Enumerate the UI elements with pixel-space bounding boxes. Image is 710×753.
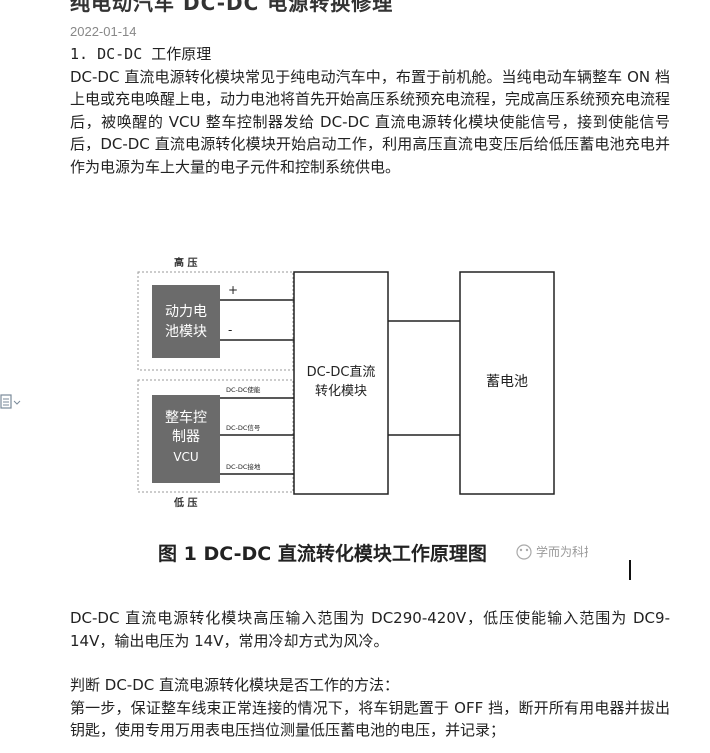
spec-section: DC-DC 直流电源转化模块高压输入范围为 DC290-420V，低压使能输入范… xyxy=(70,607,670,652)
vcu-module xyxy=(152,395,220,483)
low-voltage-battery xyxy=(459,271,555,495)
paragraph-specs: DC-DC 直流电源转化模块高压输入范围为 DC290-420V，低压使能输入范… xyxy=(70,609,670,650)
intro-section: 1. DC-DC 工作原理 DC-DC 直流电源转化模块常见于纯电动汽车中，布置… xyxy=(70,43,670,178)
paragraph-method-heading: 判断 DC-DC 直流电源转化模块是否工作的方法： xyxy=(70,676,399,694)
section-heading: 1. DC-DC 工作原理 xyxy=(70,45,212,63)
method-section: 判断 DC-DC 直流电源转化模块是否工作的方法： 第一步，保证整车线束正常连接… xyxy=(70,674,670,742)
article-title-partial: 纯电动汽车 DC-DC 电源转换修理 xyxy=(70,0,394,15)
plus-label: + xyxy=(228,283,238,297)
paragraph-principle: DC-DC 直流电源转化模块常见于纯电动汽车中，布置于前机舱。当纯电动车辆整车 … xyxy=(70,67,671,176)
sig-enable-label: DC-DC使能 xyxy=(226,385,261,394)
paragraph-step-one: 第一步，保证整车线束正常连接的情况下，将车钥匙置于 OFF 挡，断开所有用电器并… xyxy=(70,698,670,740)
watermark-text: 学而为科技 xyxy=(536,544,588,559)
vcu-label-2: 制器 xyxy=(172,429,200,445)
dcdc-label-2: 转化模块 xyxy=(315,384,367,399)
vcu-label-1: 整车控 xyxy=(165,409,207,426)
text-cursor xyxy=(629,560,631,580)
label-high-voltage: 高 压 xyxy=(174,256,197,269)
label-low-voltage: 低 压 xyxy=(173,496,197,509)
figure-caption: 图 1 DC-DC 直流转化模块工作原理图 xyxy=(158,542,487,565)
battery-label: 蓄电池 xyxy=(486,374,528,390)
sig-signal-label: DC-DC信号 xyxy=(226,423,261,432)
power-battery-module xyxy=(152,285,220,358)
vcu-label-3: VCU xyxy=(173,450,198,464)
publish-date: 2022-01-14 xyxy=(70,24,137,39)
dcdc-module xyxy=(293,271,389,495)
dcdc-principle-figure: 高 压 低 压 动力电 池模块 + - 整车控 制器 VCU DC-DC使能 D… xyxy=(137,256,588,565)
watermark: 学而为科技 xyxy=(516,544,588,560)
document-icon[interactable] xyxy=(0,393,22,411)
power-battery-label-2: 池模块 xyxy=(165,324,207,340)
dcdc-label-1: DC-DC直流 xyxy=(307,365,376,380)
sig-ground-label: DC-DC接地 xyxy=(226,462,261,471)
power-battery-label-1: 动力电 xyxy=(165,304,207,320)
minus-label: - xyxy=(228,323,232,337)
low-voltage-region xyxy=(137,379,294,493)
watermark-icon xyxy=(516,544,532,560)
high-voltage-region xyxy=(137,271,294,371)
